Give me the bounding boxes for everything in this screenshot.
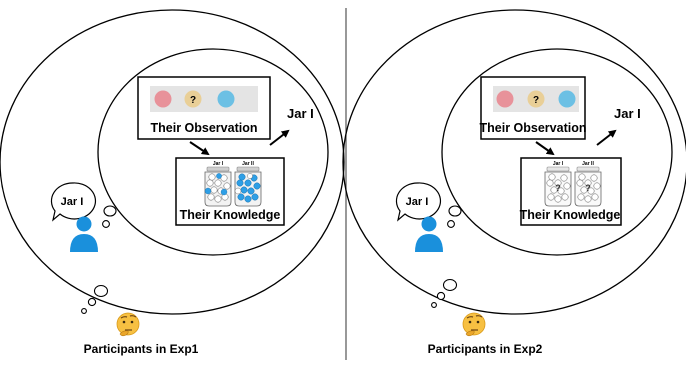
thinking-face-icon xyxy=(116,312,140,337)
knowledge-box: Jar I Jar II xyxy=(175,157,285,226)
speech-label: Jar I xyxy=(406,196,429,208)
svg-text:?: ? xyxy=(555,183,561,193)
observation-mark: ? xyxy=(533,95,539,106)
answer-label: Jar I xyxy=(614,106,641,121)
arrow-icon xyxy=(596,129,617,146)
arrow-icon xyxy=(189,141,210,156)
jar-icon xyxy=(204,166,232,207)
observation-box: ? Their Observation xyxy=(480,76,587,140)
knowledge-label: Their Knowledge xyxy=(180,208,281,222)
inner-belief-ellipse xyxy=(97,48,329,256)
panel-exp1: ? Their Observation Jar I Jar I Jar II xyxy=(0,9,345,356)
red-ball-icon xyxy=(496,90,514,108)
arrow-icon xyxy=(269,129,290,146)
panel-caption: Participants in Exp1 xyxy=(84,342,199,356)
jar-icon xyxy=(234,166,262,207)
jar-icon: ? xyxy=(574,166,602,207)
person-icon xyxy=(70,216,98,252)
red-ball-icon xyxy=(154,90,172,108)
arrow-icon xyxy=(535,141,555,156)
speech-label: Jar I xyxy=(61,196,84,208)
inner-belief-ellipse xyxy=(441,48,673,256)
thought-bubble-icon xyxy=(102,205,117,228)
jar-label-1: Jar I xyxy=(553,161,564,167)
jar-label-2: Jar II xyxy=(582,161,594,167)
outer-belief-ellipse xyxy=(342,9,686,315)
speech-bubble: Jar I xyxy=(50,182,97,222)
thinking-face-icon xyxy=(462,312,486,337)
observation-box: ? Their Observation xyxy=(137,76,271,140)
observation-mark: ? xyxy=(190,95,196,106)
blue-ball-icon xyxy=(558,90,576,108)
tan-ball-icon xyxy=(184,90,202,108)
answer-label: Jar I xyxy=(287,106,314,121)
knowledge-box: Jar I Jar II ? xyxy=(520,157,622,226)
svg-text:?: ? xyxy=(585,183,591,193)
jar-label-2: Jar II xyxy=(242,161,254,167)
jar-label-1: Jar I xyxy=(213,161,224,167)
blue-ball-icon xyxy=(217,90,235,108)
jar-icon: ? xyxy=(544,166,572,207)
speech-bubble: Jar I xyxy=(395,182,442,222)
knowledge-label: Their Knowledge xyxy=(520,208,621,222)
panel-exp2: ? Their Observation Jar I Jar I Jar II ? xyxy=(342,9,686,356)
observation-label: Their Observation xyxy=(151,121,258,135)
thought-bubble-icon xyxy=(447,205,462,228)
outer-belief-ellipse xyxy=(0,9,345,315)
thought-bubble-icon xyxy=(81,284,109,314)
thought-bubble-icon xyxy=(431,278,458,308)
tan-ball-icon xyxy=(527,90,545,108)
person-icon xyxy=(415,216,443,252)
observation-label: Their Observation xyxy=(480,121,587,135)
panel-caption: Participants in Exp2 xyxy=(428,342,543,356)
